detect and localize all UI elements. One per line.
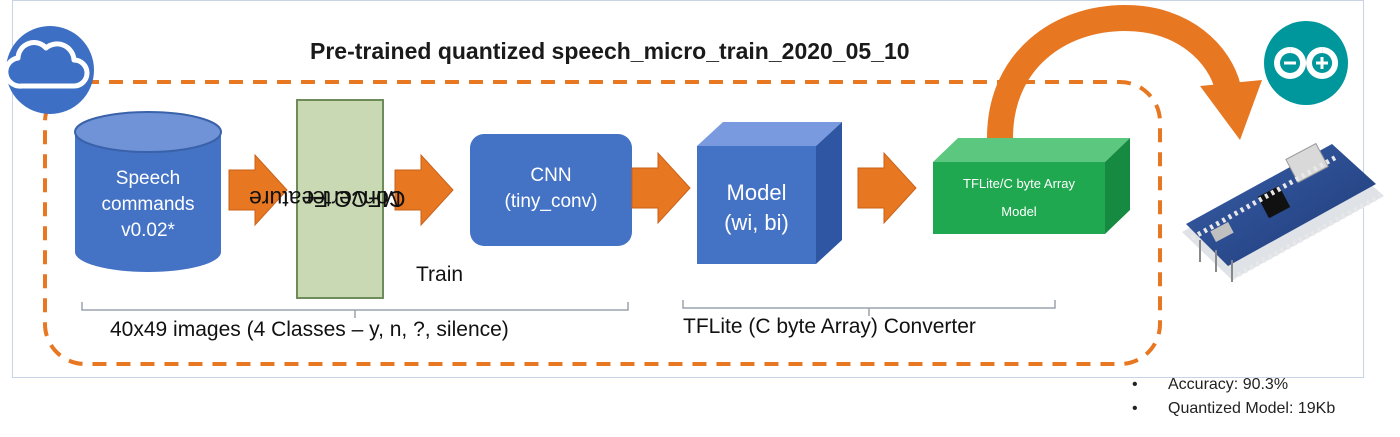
mfcc-line-2: Converter: [304, 186, 406, 212]
model-line-2: (wi, bi): [724, 210, 789, 235]
speech-line-1: Speech: [115, 168, 181, 189]
deploy-arc-arrowhead: [1200, 80, 1262, 140]
tflite-label: TFLite/C byte Array Model: [933, 170, 1105, 226]
stat-accuracy: Accuracy: 90.3%: [1132, 373, 1335, 397]
model-line-1: Model: [726, 180, 787, 205]
train-label: Train: [416, 263, 464, 286]
process-boundary: [43, 80, 1162, 366]
deploy-arc-arrow: [987, 4, 1241, 139]
stat-model-size: Quantized Model: 19Kb: [1132, 397, 1335, 421]
speech-line-3: v0.02*: [121, 220, 175, 241]
cnn-label: CNN (tiny_conv): [470, 163, 632, 215]
flow-arrow-4: [857, 151, 917, 225]
converter-label: TFLite (C byte Array) Converter: [683, 315, 976, 338]
cloud-icon: [3, 26, 94, 114]
mfcc-converter-box: [296, 99, 384, 299]
stats-list: Accuracy: 90.3% Quantized Model: 19Kb: [1132, 373, 1335, 421]
mfcc-label: MFCC Feature Converter: [249, 100, 406, 298]
flow-arrow-3: [631, 151, 691, 225]
cnn-line-2: (tiny_conv): [504, 191, 598, 212]
speech-line-2: commands: [101, 194, 195, 215]
flow-arrow-2: [394, 153, 454, 227]
images-bracket: [81, 302, 629, 318]
diagram-title: Pre-trained quantized speech_micro_train…: [310, 38, 910, 64]
images-label: 40x49 images (4 Classes – y, n, ?, silen…: [110, 318, 509, 341]
tflite-model-box: [933, 138, 1130, 234]
converter-bracket: [682, 300, 1056, 316]
arduino-board-icon: [1182, 142, 1384, 282]
speech-commands-label: Speech commands v0.02*: [75, 166, 221, 244]
tflite-line-2: Model: [1001, 204, 1037, 219]
model-cube: [697, 122, 842, 264]
cnn-line-1: CNN: [530, 165, 572, 186]
speech-commands-database: [74, 111, 222, 272]
model-label: Model (wi, bi): [697, 178, 816, 238]
arduino-logo-icon: [1264, 21, 1348, 105]
flow-arrow-1: [228, 153, 288, 227]
cnn-box: [470, 134, 632, 246]
tflite-line-1: TFLite/C byte Array: [963, 176, 1075, 191]
